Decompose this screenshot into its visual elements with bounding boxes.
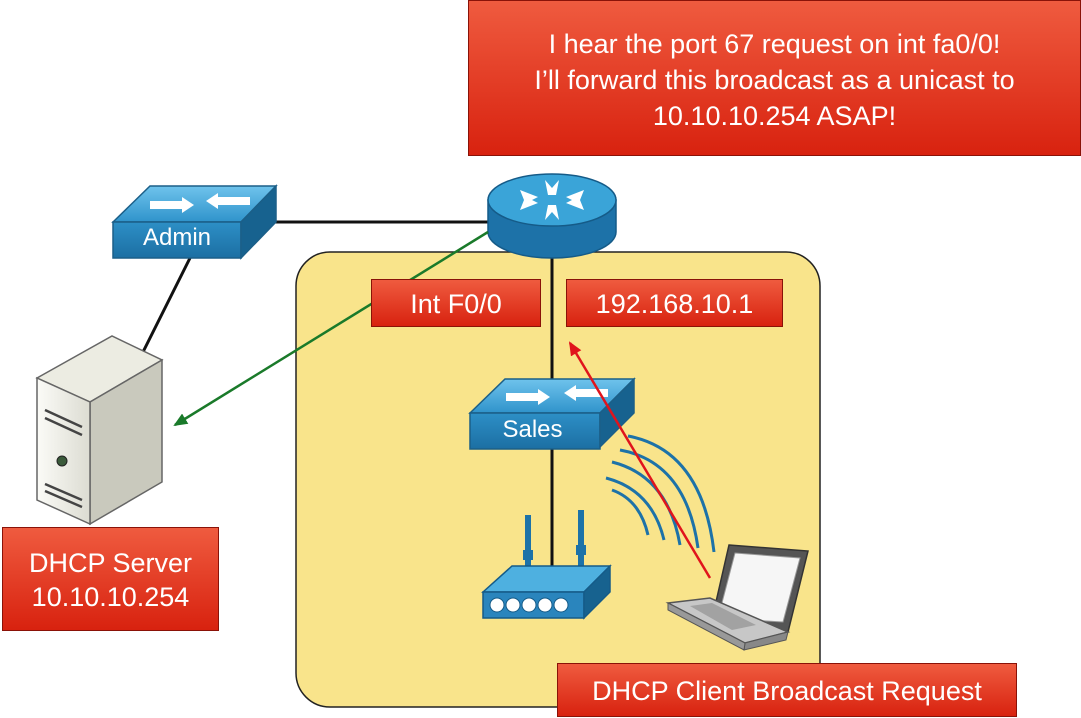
laptop-icon — [665, 544, 809, 651]
callout-line-2: I’ll forward this broadcast as a unicast… — [534, 65, 1015, 95]
forward-unicast-arrow — [173, 230, 489, 427]
link-admin-server — [141, 257, 192, 353]
admin-switch — [111, 184, 278, 260]
callout-line-1: I hear the port 67 request on int fa0/0! — [548, 29, 1001, 59]
router-callout: I hear the port 67 request on int fa0/0!… — [468, 0, 1081, 156]
router-ip-label: 192.168.10.1 — [566, 279, 783, 327]
dhcp-server-label: DHCP Server 10.10.10.254 — [2, 527, 219, 631]
dhcp-server-icon — [35, 335, 164, 526]
broadcast-request-arrow — [568, 341, 712, 579]
router-icon — [487, 173, 617, 259]
admin-switch-label: Admin — [142, 224, 212, 251]
client-request-label: DHCP Client Broadcast Request — [557, 663, 1017, 717]
server-name: DHCP Server — [28, 548, 193, 578]
sales-switch — [468, 377, 636, 450]
interface-label: Int F0/0 — [371, 279, 541, 327]
sales-switch-label: Sales — [502, 416, 563, 443]
access-point-icon — [481, 510, 612, 620]
switch-arrows-icon — [150, 193, 250, 213]
server-ip: 10.10.10.254 — [31, 582, 190, 612]
callout-line-3: 10.10.10.254 ASAP! — [652, 101, 897, 131]
